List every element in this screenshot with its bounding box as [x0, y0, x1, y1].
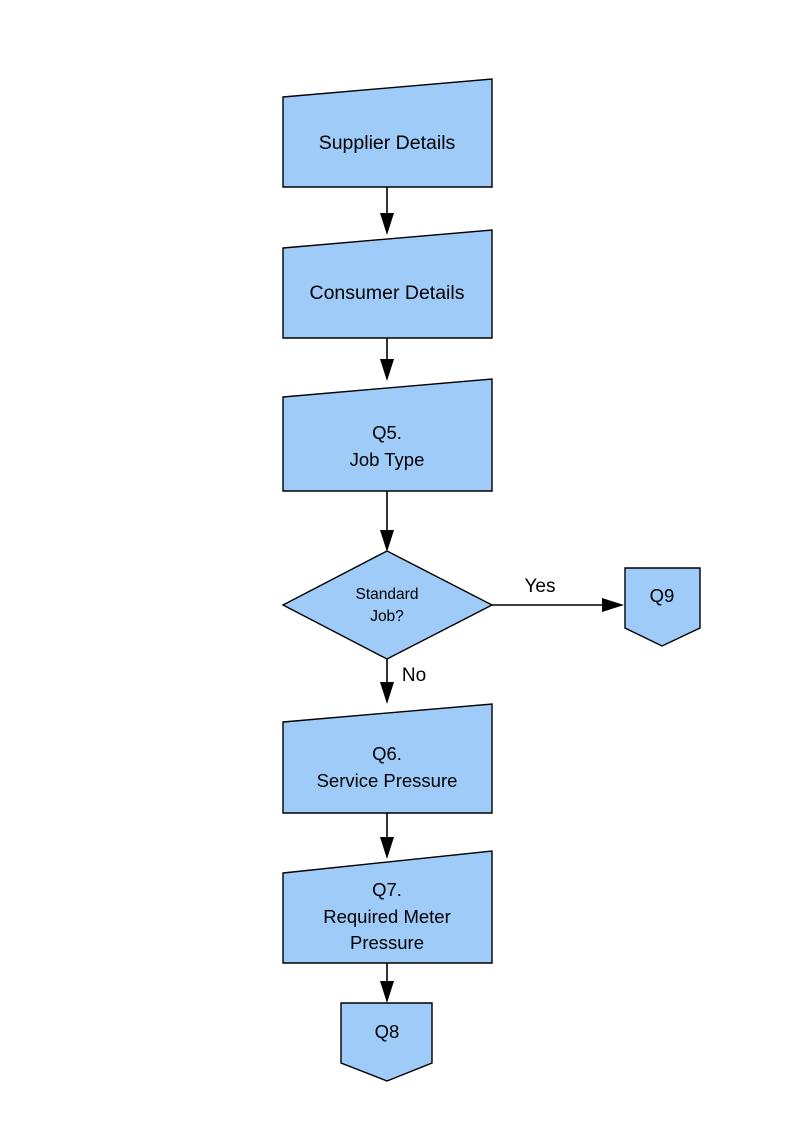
node-consumer-details[interactable]: Consumer Details [282, 229, 493, 339]
connector-supplier-to-consumer [380, 187, 394, 235]
node-supplier-details[interactable]: Supplier Details [282, 78, 493, 188]
q7-required-meter-pressure-label-line2: Required Meter [323, 906, 451, 927]
standard-job-decision-label-line1: Standard [356, 586, 419, 603]
q6-service-pressure-label-line2: Service Pressure [317, 770, 458, 791]
q9-shape [624, 567, 701, 647]
connector-consumer-to-q5 [380, 338, 394, 381]
consumer-details-shape [282, 229, 493, 339]
connector-q7-to-q8 [380, 963, 394, 1003]
edge-label-no: No [402, 665, 426, 686]
q6-service-pressure-shape [282, 703, 493, 814]
q7-required-meter-pressure-shape [282, 850, 493, 964]
node-q5-job-type[interactable]: Q5. Job Type [282, 378, 493, 492]
standard-job-decision-shape [281, 550, 494, 660]
node-q7-required-meter-pressure[interactable]: Q7. Required Meter Pressure [282, 850, 493, 964]
supplier-details-label: Supplier Details [319, 132, 456, 154]
node-q8[interactable]: Q8 [340, 1002, 433, 1082]
consumer-details-label: Consumer Details [310, 282, 465, 304]
q9-label: Q9 [650, 585, 675, 606]
connector-decision-to-q6 [380, 658, 394, 704]
supplier-details-shape [282, 78, 493, 188]
q7-required-meter-pressure-label-line3: Pressure [350, 932, 424, 953]
node-standard-job-decision[interactable]: Standard Job? [281, 550, 494, 660]
node-q9[interactable]: Q9 [624, 567, 701, 647]
q5-job-type-label-line1: Q5. [372, 422, 402, 443]
q6-service-pressure-label-line1: Q6. [372, 743, 402, 764]
q5-job-type-label-line2: Job Type [350, 449, 425, 470]
edge-label-yes: Yes [525, 576, 556, 597]
connector-q5-to-decision [380, 491, 394, 552]
q8-shape [340, 1002, 433, 1082]
q5-job-type-shape [282, 378, 493, 492]
q7-required-meter-pressure-label-line1: Q7. [372, 879, 402, 900]
connector-q6-to-q7 [380, 813, 394, 859]
standard-job-decision-label-line2: Job? [370, 608, 404, 625]
q8-label: Q8 [375, 1021, 400, 1042]
connector-decision-to-q9 [492, 598, 624, 612]
node-q6-service-pressure[interactable]: Q6. Service Pressure [282, 703, 493, 814]
